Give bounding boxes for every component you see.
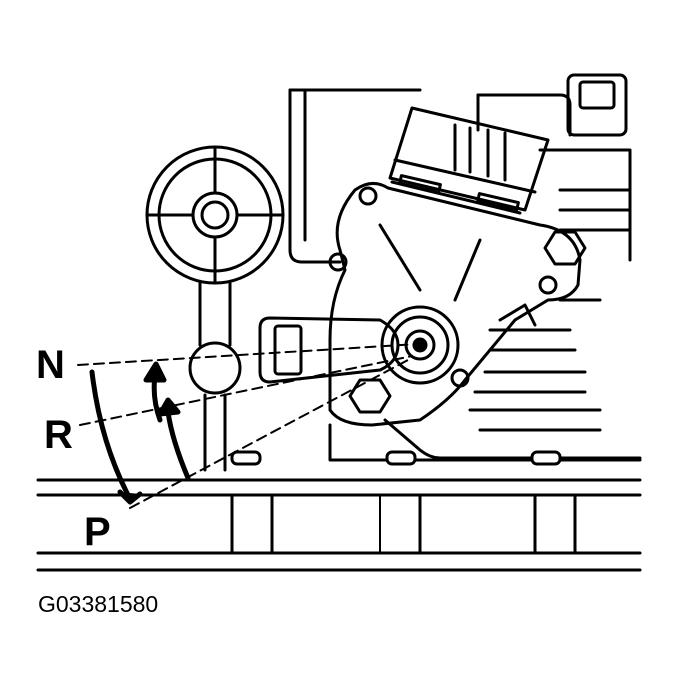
case-bolts — [230, 450, 562, 466]
figure-code: G03381580 — [38, 591, 158, 617]
vertical-shaft — [188, 281, 242, 472]
position-label-r: R — [44, 413, 73, 457]
position-label-n: N — [36, 343, 65, 387]
case-ribs — [328, 298, 642, 462]
shaft-hub — [380, 305, 460, 385]
switch-plate — [328, 182, 587, 427]
neutral-start-switch-body — [388, 106, 550, 215]
position-label-p: P — [84, 510, 111, 554]
pulley-wheel — [145, 145, 285, 285]
connector-block — [566, 73, 628, 137]
shift-direction-arrows — [143, 361, 191, 481]
shift-lever — [258, 316, 400, 384]
sweep-arc — [89, 369, 143, 505]
position-reference-lines — [77, 343, 419, 509]
